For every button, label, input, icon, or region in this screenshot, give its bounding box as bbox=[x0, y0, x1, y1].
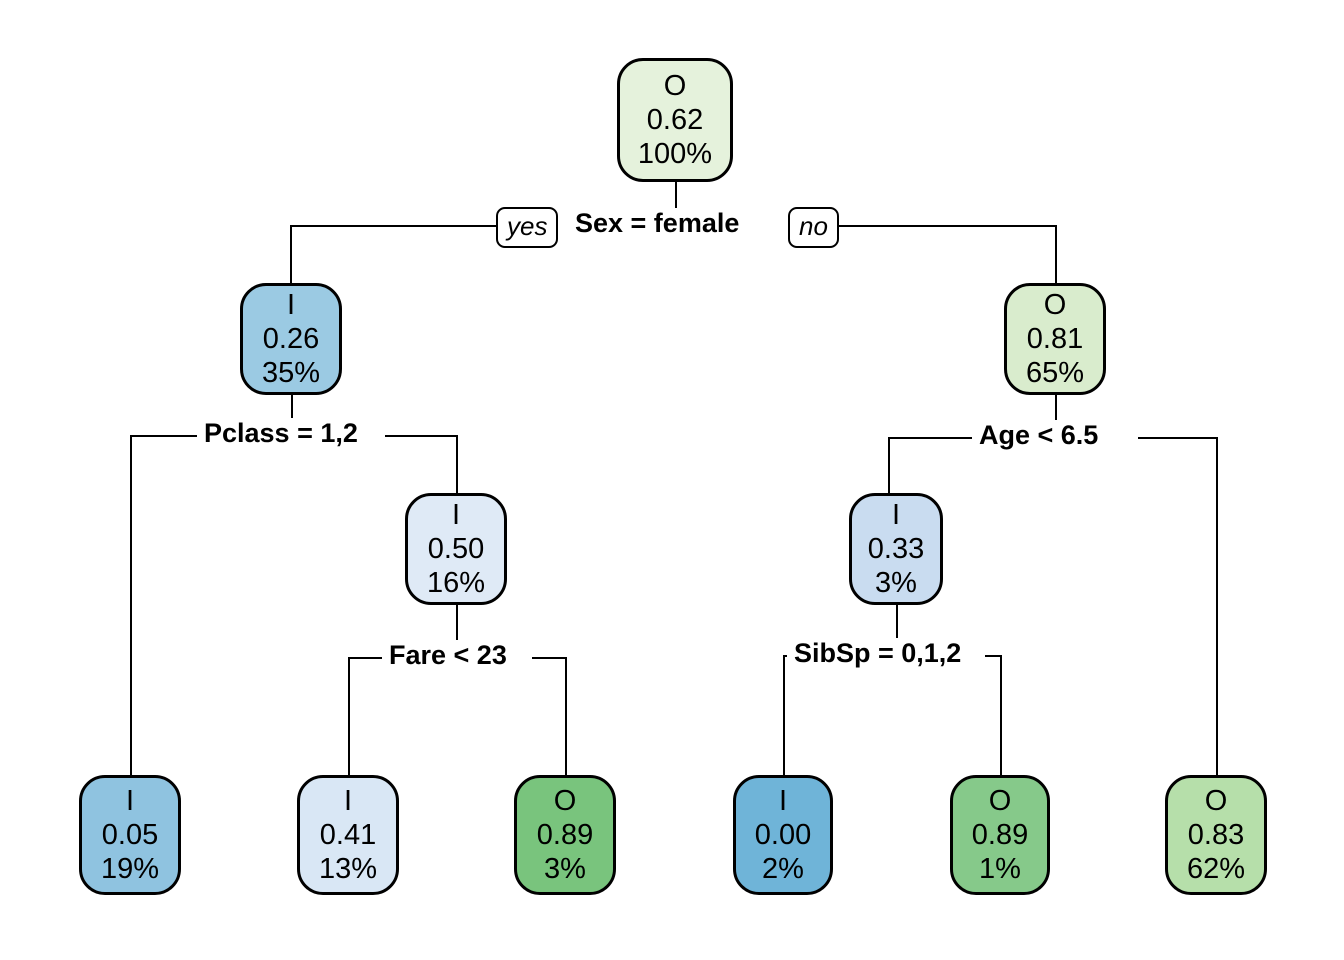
node-percent-label: 3% bbox=[544, 853, 586, 886]
connector-sex-to-left-child bbox=[290, 225, 292, 283]
tree-leaf-large-sibsp[interactable]: O 0.89 1% bbox=[950, 775, 1050, 895]
node-class-label: O bbox=[553, 784, 577, 817]
node-percent-label: 35% bbox=[261, 357, 321, 390]
node-percent-label: 16% bbox=[426, 567, 486, 600]
node-class-label: I bbox=[778, 784, 788, 817]
connector-pclass-to-left-child bbox=[130, 435, 132, 775]
tree-node-root[interactable]: O 0.62 100% bbox=[617, 58, 733, 182]
node-class-label: O bbox=[988, 784, 1012, 817]
node-value-label: 0.62 bbox=[646, 103, 704, 136]
connector-split-sex-left bbox=[290, 225, 520, 227]
node-value-label: 0.89 bbox=[971, 818, 1029, 851]
connector-age-to-right-child bbox=[1216, 437, 1218, 775]
node-value-label: 0.50 bbox=[427, 532, 485, 565]
node-percent-label: 13% bbox=[318, 853, 378, 886]
tree-node-young-male[interactable]: I 0.33 3% bbox=[849, 493, 943, 605]
tree-leaf-older-male[interactable]: O 0.83 62% bbox=[1165, 775, 1267, 895]
node-percent-label: 1% bbox=[979, 853, 1021, 886]
node-class-label: O bbox=[1204, 784, 1228, 817]
node-class-label: I bbox=[125, 784, 135, 817]
connector-split-age-right bbox=[1138, 437, 1216, 439]
node-percent-label: 19% bbox=[100, 853, 160, 886]
connector-split-pclass-right bbox=[385, 435, 456, 437]
node-value-label: 0.05 bbox=[101, 818, 159, 851]
connector-sibsp-to-left-child bbox=[783, 655, 785, 775]
tree-node-female[interactable]: I 0.26 35% bbox=[240, 283, 342, 395]
node-class-label: I bbox=[286, 288, 296, 321]
node-value-label: 0.89 bbox=[536, 818, 594, 851]
node-class-label: O bbox=[663, 69, 687, 102]
connector-sibsp-to-right-child bbox=[1000, 655, 1002, 775]
node-percent-label: 100% bbox=[637, 138, 713, 171]
connector-female-stem bbox=[291, 395, 293, 435]
node-percent-label: 3% bbox=[875, 567, 917, 600]
tree-node-male[interactable]: O 0.81 65% bbox=[1004, 283, 1106, 395]
connector-sex-to-right-child bbox=[1055, 225, 1057, 283]
split-no-badge-sex: no bbox=[788, 207, 839, 248]
split-label-age[interactable]: Age < 6.5 bbox=[972, 420, 1106, 451]
connector-pclass3-female-stem bbox=[456, 605, 458, 657]
connector-split-sibsp-right bbox=[985, 655, 1000, 657]
connector-split-pclass-left bbox=[130, 435, 200, 437]
connector-root-stem bbox=[675, 182, 677, 225]
connector-split-fare-right bbox=[532, 657, 565, 659]
connector-split-age-left bbox=[888, 437, 974, 439]
node-value-label: 0.33 bbox=[867, 532, 925, 565]
connector-pclass-to-right-child bbox=[456, 435, 458, 493]
connector-split-fare-left bbox=[348, 657, 386, 659]
node-value-label: 0.26 bbox=[262, 322, 320, 355]
node-value-label: 0.81 bbox=[1026, 322, 1084, 355]
connector-age-to-left-child bbox=[888, 437, 890, 495]
connector-young-male-stem bbox=[896, 605, 898, 655]
connector-fare-to-left-child bbox=[348, 657, 350, 775]
connector-fare-to-right-child bbox=[565, 657, 567, 775]
node-class-label: I bbox=[891, 498, 901, 531]
node-class-label: I bbox=[451, 498, 461, 531]
connector-male-stem bbox=[1055, 395, 1057, 437]
node-class-label: I bbox=[343, 784, 353, 817]
node-value-label: 0.41 bbox=[319, 818, 377, 851]
node-value-label: 0.00 bbox=[754, 818, 812, 851]
tree-leaf-small-sibsp[interactable]: I 0.00 2% bbox=[733, 775, 833, 895]
connector-split-sex-right bbox=[790, 225, 1055, 227]
node-percent-label: 2% bbox=[762, 853, 804, 886]
tree-node-pclass3-female[interactable]: I 0.50 16% bbox=[405, 493, 507, 605]
split-yes-badge-sex: yes bbox=[496, 207, 559, 248]
node-class-label: O bbox=[1043, 288, 1067, 321]
tree-leaf-high-fare[interactable]: O 0.89 3% bbox=[514, 775, 616, 895]
tree-leaf-low-fare[interactable]: I 0.41 13% bbox=[297, 775, 399, 895]
node-value-label: 0.83 bbox=[1187, 818, 1245, 851]
node-percent-label: 62% bbox=[1186, 853, 1246, 886]
split-label-pclass[interactable]: Pclass = 1,2 bbox=[197, 418, 365, 449]
tree-leaf-pclass3-female[interactable]: I 0.05 19% bbox=[79, 775, 181, 895]
split-label-sibsp[interactable]: SibSp = 0,1,2 bbox=[787, 638, 969, 669]
node-percent-label: 65% bbox=[1025, 357, 1085, 390]
split-label-fare[interactable]: Fare < 23 bbox=[382, 640, 514, 671]
split-label-sex[interactable]: Sex = female bbox=[568, 208, 747, 239]
